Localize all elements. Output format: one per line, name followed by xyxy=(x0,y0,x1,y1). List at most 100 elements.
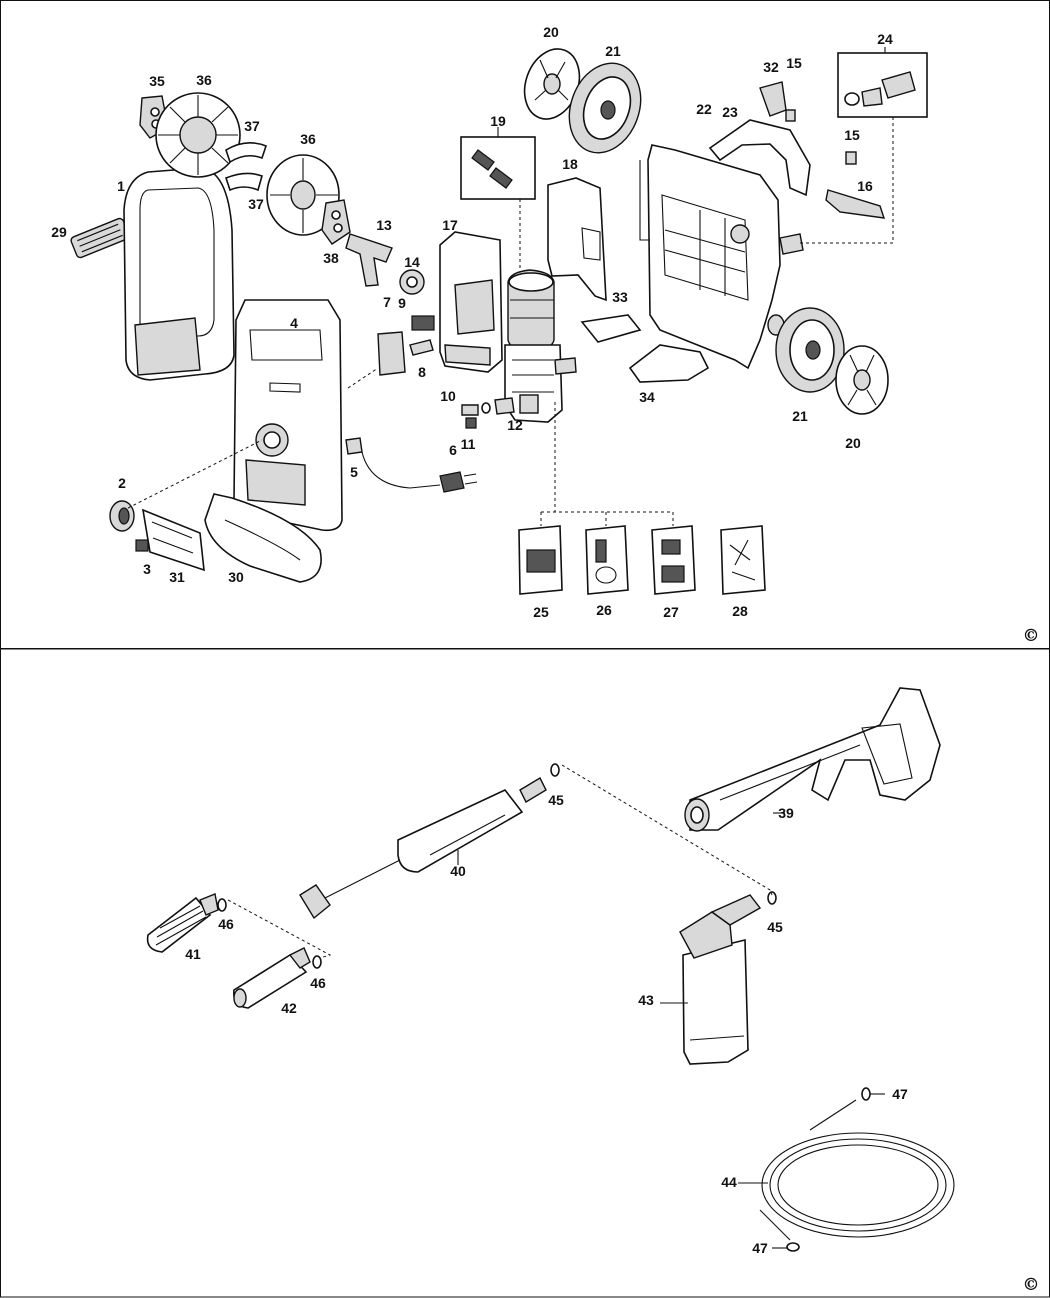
copyright-upper: © xyxy=(1023,626,1040,646)
label-12: 12 xyxy=(507,417,523,433)
part-34-base-plate xyxy=(628,344,710,383)
part-28-kit xyxy=(720,525,766,595)
part-3-button xyxy=(135,539,149,552)
part-45-oring-bottom xyxy=(767,891,777,905)
label-35: 35 xyxy=(149,73,165,89)
label-21-top: 21 xyxy=(605,43,621,59)
label-45-bottom: 45 xyxy=(767,919,783,935)
label-47-bottom: 47 xyxy=(752,1240,768,1256)
label-43: 43 xyxy=(638,992,654,1008)
part-1-front-cover xyxy=(123,167,235,381)
part-15-screw-top xyxy=(785,109,796,122)
label-16: 16 xyxy=(857,178,873,194)
part-44-high-pressure-hose xyxy=(759,1099,955,1241)
label-26: 26 xyxy=(596,602,612,618)
label-31: 31 xyxy=(169,569,185,585)
label-20-top: 20 xyxy=(543,24,559,40)
part-26-kit xyxy=(585,525,629,595)
part-36-reel-half-top xyxy=(155,92,241,178)
label-10: 10 xyxy=(440,388,456,404)
part-9-switch xyxy=(411,315,435,331)
part-6-power-cord xyxy=(361,451,478,493)
part-19-brush-kit xyxy=(460,136,536,200)
part-24-inlet-kit xyxy=(837,52,928,118)
label-36-bottom: 36 xyxy=(300,131,316,147)
label-39: 39 xyxy=(778,805,794,821)
part-21-wheel-bottom xyxy=(775,307,845,393)
part-25-kit xyxy=(518,525,563,595)
label-15-top: 15 xyxy=(786,55,802,71)
label-38: 38 xyxy=(323,250,339,266)
part-16-cord-hook-bar xyxy=(825,189,886,219)
part-46-oring-a xyxy=(217,898,227,912)
part-number-labels: 1 2 3 4 5 6 7 8 9 10 11 12 13 14 15 15 1… xyxy=(51,24,1039,1295)
label-11: 11 xyxy=(461,436,476,452)
label-4: 4 xyxy=(290,315,298,331)
copyright-lower: © xyxy=(1023,1275,1040,1295)
part-7-switch-plate xyxy=(377,331,406,376)
part-39-spray-gun xyxy=(684,687,941,832)
label-34: 34 xyxy=(639,389,655,405)
lower-leader-lines xyxy=(227,764,885,1249)
part-47-oring-top xyxy=(861,1087,871,1101)
part-18-pump-cover xyxy=(547,177,607,302)
main-unit-parts xyxy=(70,48,928,595)
part-29-filter xyxy=(70,217,130,259)
label-45-top: 45 xyxy=(548,792,564,808)
part-motor xyxy=(507,269,555,351)
part-38-bracket xyxy=(321,199,351,245)
label-41: 41 xyxy=(185,946,201,962)
label-46-a: 46 xyxy=(218,916,234,932)
label-47-top: 47 xyxy=(892,1086,908,1102)
part-27-kit xyxy=(651,525,696,595)
part-11-valve xyxy=(465,397,515,429)
part-14-knob xyxy=(399,269,425,295)
part-4-rear-cover xyxy=(233,299,343,532)
part-22-main-housing xyxy=(647,144,785,370)
label-44: 44 xyxy=(721,1174,737,1190)
part-12-pump xyxy=(504,344,577,423)
part-33-gasket xyxy=(580,314,642,343)
part-31-control-panel xyxy=(141,508,205,572)
label-1: 1 xyxy=(117,178,125,194)
label-20-bottom: 20 xyxy=(845,435,861,451)
part-5-cord-clamp xyxy=(345,437,363,455)
label-37-top: 37 xyxy=(244,118,260,134)
label-13: 13 xyxy=(376,217,392,233)
part-15-screw-right xyxy=(845,151,857,165)
label-6: 6 xyxy=(449,442,457,458)
label-3: 3 xyxy=(143,561,151,577)
label-28: 28 xyxy=(732,603,748,619)
part-46-oring-b xyxy=(312,955,322,969)
label-32: 32 xyxy=(763,59,779,75)
label-14: 14 xyxy=(404,254,420,270)
label-27: 27 xyxy=(663,604,679,620)
part-20-wheel-cap-top xyxy=(523,48,581,120)
part-36-reel-half-bottom xyxy=(266,154,340,236)
label-15-right: 15 xyxy=(844,127,860,143)
part-41-rotary-nozzle xyxy=(146,893,219,953)
label-21-bottom: 21 xyxy=(792,408,808,424)
label-5: 5 xyxy=(350,464,358,480)
label-29: 29 xyxy=(51,224,67,240)
label-2: 2 xyxy=(118,475,126,491)
label-7: 7 xyxy=(383,294,391,310)
label-33: 33 xyxy=(612,289,628,305)
part-45-oring-top xyxy=(550,763,560,777)
part-10-fitting xyxy=(461,404,479,416)
label-25: 25 xyxy=(533,604,549,620)
label-24: 24 xyxy=(877,31,893,47)
part-42-variable-nozzle xyxy=(232,947,311,1009)
label-17: 17 xyxy=(442,217,458,233)
label-22: 22 xyxy=(696,101,712,117)
part-20-wheel-cap-bottom xyxy=(835,345,889,415)
label-9: 9 xyxy=(398,295,406,311)
part-43-detergent-bottle xyxy=(679,894,762,1065)
accessory-parts xyxy=(146,687,955,1252)
label-30: 30 xyxy=(228,569,244,585)
part-37-clip-bottom xyxy=(225,172,263,192)
label-37-bottom: 37 xyxy=(248,196,264,212)
part-23-carry-handle xyxy=(708,119,811,197)
label-36-top: 36 xyxy=(196,72,212,88)
